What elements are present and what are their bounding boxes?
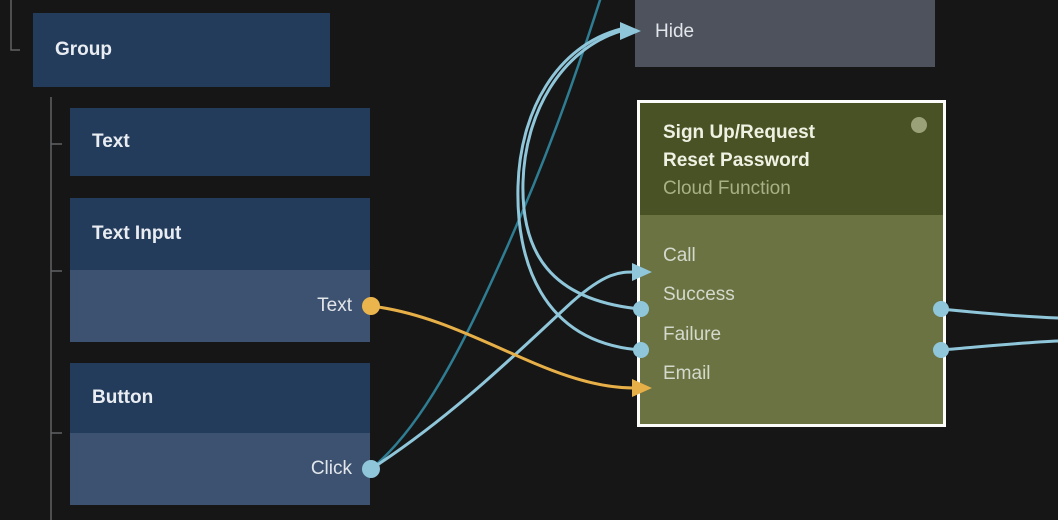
port-dot-success-right[interactable] <box>933 301 949 317</box>
status-dot-icon <box>911 117 927 133</box>
port-row-call[interactable]: Call <box>640 236 943 276</box>
node-text-title: Text <box>92 131 130 152</box>
connection-click-to-call[interactable] <box>370 270 635 471</box>
text-input-output-row[interactable]: Text <box>70 270 370 342</box>
node-hide-title: Hide <box>655 20 695 42</box>
port-label-failure: Failure <box>663 323 722 345</box>
cloud-function-title-line1: Sign Up/Request <box>663 122 816 143</box>
connection-success-to-offscreen[interactable] <box>940 307 1058 320</box>
port-dot-failure-left[interactable] <box>633 342 649 358</box>
port-label-email: Email <box>663 363 711 385</box>
node-cloud-function[interactable]: Sign Up/Request Reset Password Cloud Fun… <box>637 100 946 427</box>
connection-failure-to-offscreen[interactable] <box>940 339 1058 352</box>
node-text-input-title: Text Input <box>92 223 182 244</box>
node-group-title: Group <box>55 39 112 60</box>
connection-success-to-hide[interactable] <box>521 29 641 311</box>
node-text-input-header[interactable]: Text Input <box>70 198 370 270</box>
port-dot-success-left[interactable] <box>633 301 649 317</box>
node-button-title: Button <box>92 387 154 408</box>
button-output-row[interactable]: Click <box>70 433 370 505</box>
node-button-header[interactable]: Button <box>70 363 370 433</box>
node-button[interactable]: Button Click <box>70 363 370 505</box>
arrowhead-hide-input-icon <box>620 22 641 40</box>
port-row-failure[interactable]: Failure <box>640 315 943 355</box>
port-dot-text-output[interactable] <box>362 297 380 315</box>
connection-click-to-offscreen[interactable] <box>370 0 602 470</box>
port-row-success[interactable]: Success <box>640 276 943 316</box>
arrowhead-email-input-icon <box>632 379 652 397</box>
hierarchy-tree-lines <box>10 0 62 520</box>
cloud-function-header[interactable]: Sign Up/Request Reset Password Cloud Fun… <box>640 103 943 215</box>
port-label-click: Click <box>310 458 352 479</box>
cloud-function-port-list: Call Success Failure Email <box>640 215 943 394</box>
connection-failure-to-hide[interactable] <box>516 27 641 352</box>
node-hide[interactable]: Hide <box>635 0 935 67</box>
connection-text-to-email[interactable] <box>370 304 635 390</box>
cloud-function-title-line2: Reset Password <box>663 150 810 171</box>
tree-connector-group <box>10 0 20 51</box>
port-label-success: Success <box>663 284 735 306</box>
node-text[interactable]: Text <box>70 108 370 176</box>
port-dot-click-output[interactable] <box>362 460 380 478</box>
node-text-input[interactable]: Text Input Text <box>70 198 370 342</box>
arrowhead-call-input-icon <box>632 263 652 281</box>
port-label-text: Text <box>317 295 352 316</box>
node-group[interactable]: Group <box>33 13 330 87</box>
port-label-call: Call <box>663 244 696 266</box>
cloud-function-subtitle: Cloud Function <box>663 178 791 199</box>
port-dot-failure-right[interactable] <box>933 342 949 358</box>
port-row-email[interactable]: Email <box>640 355 943 395</box>
